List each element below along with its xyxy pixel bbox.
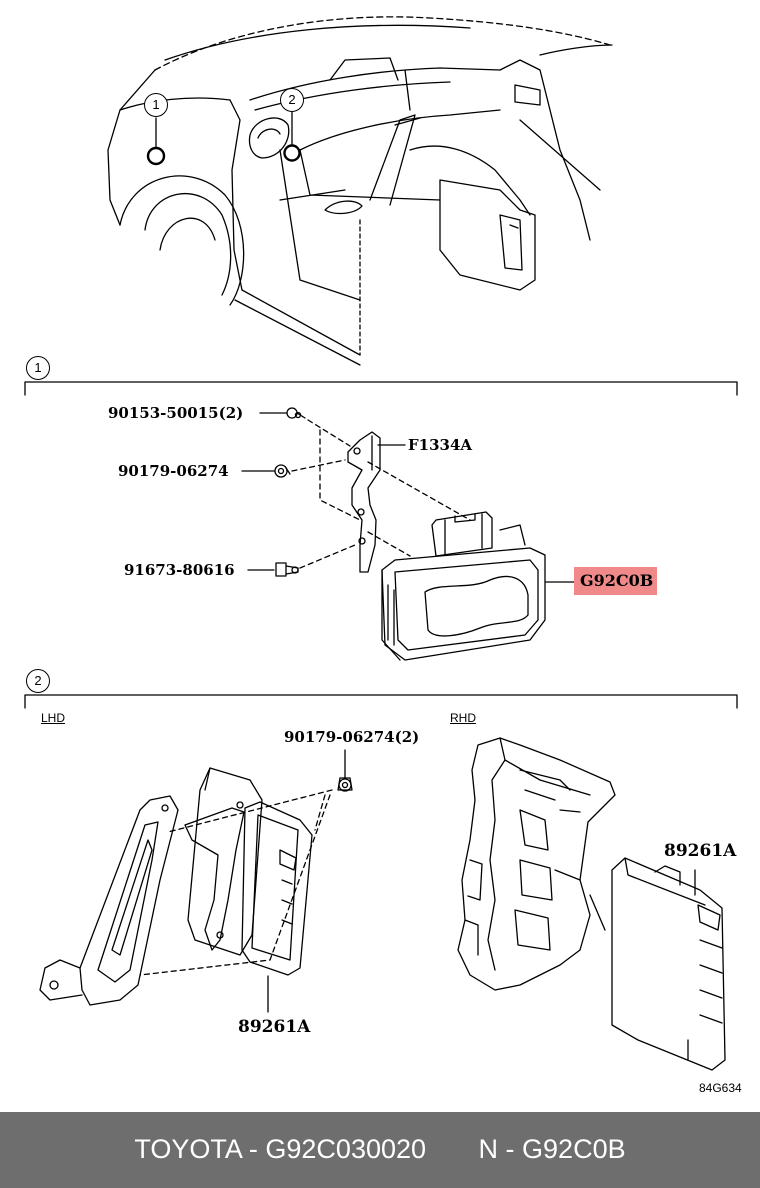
lhd-assembly (39, 749, 353, 1013)
rhd-assembly (457, 737, 726, 1071)
section-1-frame (24, 381, 738, 396)
vehicle-interior-illustration (107, 16, 613, 366)
section-1-assembly (241, 407, 575, 661)
section-2-marker: 2 (26, 669, 50, 693)
illustration-code: 84G634 (699, 1081, 742, 1095)
parts-diagram: 1 2 1 2 90153-50015(2) F1334A 90179-0627… (24, 16, 742, 1095)
footer-part-code: N - G92C0B (478, 1134, 626, 1164)
nut-90179 (274, 464, 291, 478)
callout-1-marker: 1 (144, 93, 168, 117)
bolt-90153 (286, 407, 306, 419)
part-label-ecu-lhd: 89261A (238, 1017, 311, 1037)
bracket-f1334a (347, 431, 381, 573)
diagram-drawing (24, 16, 738, 1071)
nut-90179-2 (337, 777, 353, 792)
part-label-bracket-f1334a: F1334A (408, 436, 473, 454)
callout-1-target (146, 146, 166, 166)
footer-bar: TOYOTA - G92C030020 N - G92C0B (0, 1112, 760, 1188)
section-1-marker: 1 (26, 356, 50, 380)
part-label-nut-90179: 90179-06274 (118, 462, 229, 480)
lhd-label: LHD (41, 711, 66, 725)
footer-brand-part: TOYOTA - G92C030020 (134, 1134, 427, 1164)
callout-2-target (283, 144, 301, 162)
module-g92c0b (381, 511, 546, 661)
rhd-label: RHD (450, 711, 476, 725)
callout-2-marker: 2 (280, 88, 304, 112)
part-label-screw-91673: 91673-80616 (124, 561, 235, 579)
section-2-frame (24, 694, 738, 709)
footer-text: TOYOTA - G92C030020 N - G92C0B (0, 1134, 760, 1165)
part-label-bolt-90153: 90153-50015(2) (108, 404, 244, 422)
screw-91673 (275, 562, 299, 577)
part-label-nut-90179-2: 90179-06274(2) (284, 728, 420, 746)
part-label-module-g92c0b[interactable]: G92C0B (580, 571, 654, 590)
part-label-ecu-rhd: 89261A (664, 841, 737, 861)
highlight-box-g92c0b (574, 567, 657, 595)
